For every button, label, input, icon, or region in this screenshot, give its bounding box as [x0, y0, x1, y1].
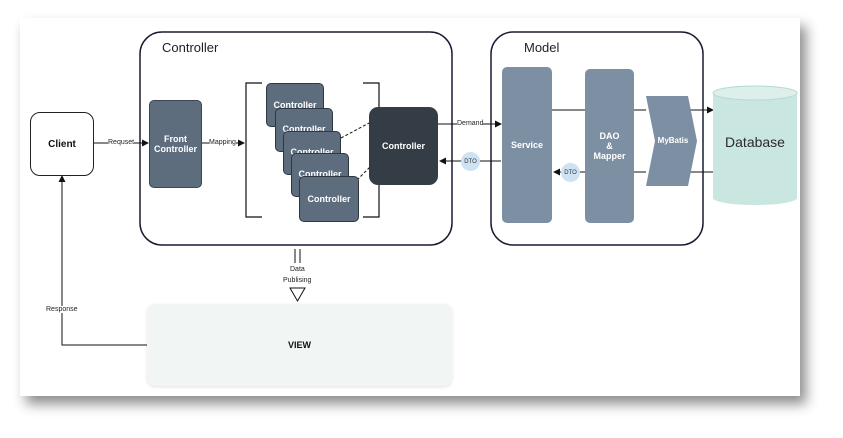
front-controller-line1: Front — [164, 134, 187, 144]
main-controller-node: Controller — [369, 107, 438, 185]
data-publishing-label-2: Publising — [283, 277, 312, 284]
view-node: VIEW — [147, 304, 452, 386]
stacked-controller-1-label: Controller — [273, 100, 317, 110]
demand-label: Demand — [457, 120, 484, 127]
service-node: Service — [502, 67, 552, 223]
stacked-controller-3-label: Controller — [290, 147, 334, 157]
request-label: Requset — [108, 139, 135, 146]
service-label: Service — [510, 140, 544, 150]
dao-mapper-line3: Mapper — [593, 151, 626, 161]
dao-mapper-node: DAO & Mapper — [585, 69, 634, 223]
stacked-controller-2-label: Controller — [282, 124, 326, 134]
mapping-label: Mapping — [209, 139, 236, 146]
model-group-title: Model — [524, 40, 560, 55]
client-label: Client — [48, 138, 76, 150]
response-label: Response — [46, 306, 78, 313]
database-label: Database — [725, 134, 785, 150]
left-bracket — [245, 82, 262, 218]
mybatis-chevron — [646, 96, 697, 186]
stacked-controller-5-label: Controller — [307, 194, 351, 204]
main-controller-label: Controller — [381, 141, 425, 151]
response-arrow — [58, 175, 147, 346]
stacked-controller-4-label: Controller — [298, 169, 342, 179]
dao-mapper-line1: DAO — [599, 131, 620, 141]
front-controller-node: Front Controller — [149, 100, 202, 188]
mybatis-label: MyBatis — [657, 135, 689, 145]
client-node: Client — [30, 112, 94, 176]
front-controller-line2: Controller — [153, 144, 197, 154]
dto-badge-right-label: DTO — [564, 169, 577, 176]
data-publishing-label-1: Data — [290, 266, 305, 273]
database-cylinder — [712, 85, 798, 205]
controller-group-title: Controller — [162, 40, 219, 55]
dashed-connector-bottom — [356, 165, 372, 181]
dto-badge-left: DTO — [461, 152, 480, 171]
dao-mapper-line2: & — [606, 141, 613, 151]
stacked-controller-5: Controller — [299, 176, 359, 222]
dto-badge-right: DTO — [561, 163, 580, 182]
view-label: VIEW — [287, 340, 311, 350]
dto-badge-left-label: DTO — [464, 158, 477, 165]
data-publishing-arrowhead — [289, 287, 306, 303]
dashed-connector-top — [340, 121, 372, 139]
